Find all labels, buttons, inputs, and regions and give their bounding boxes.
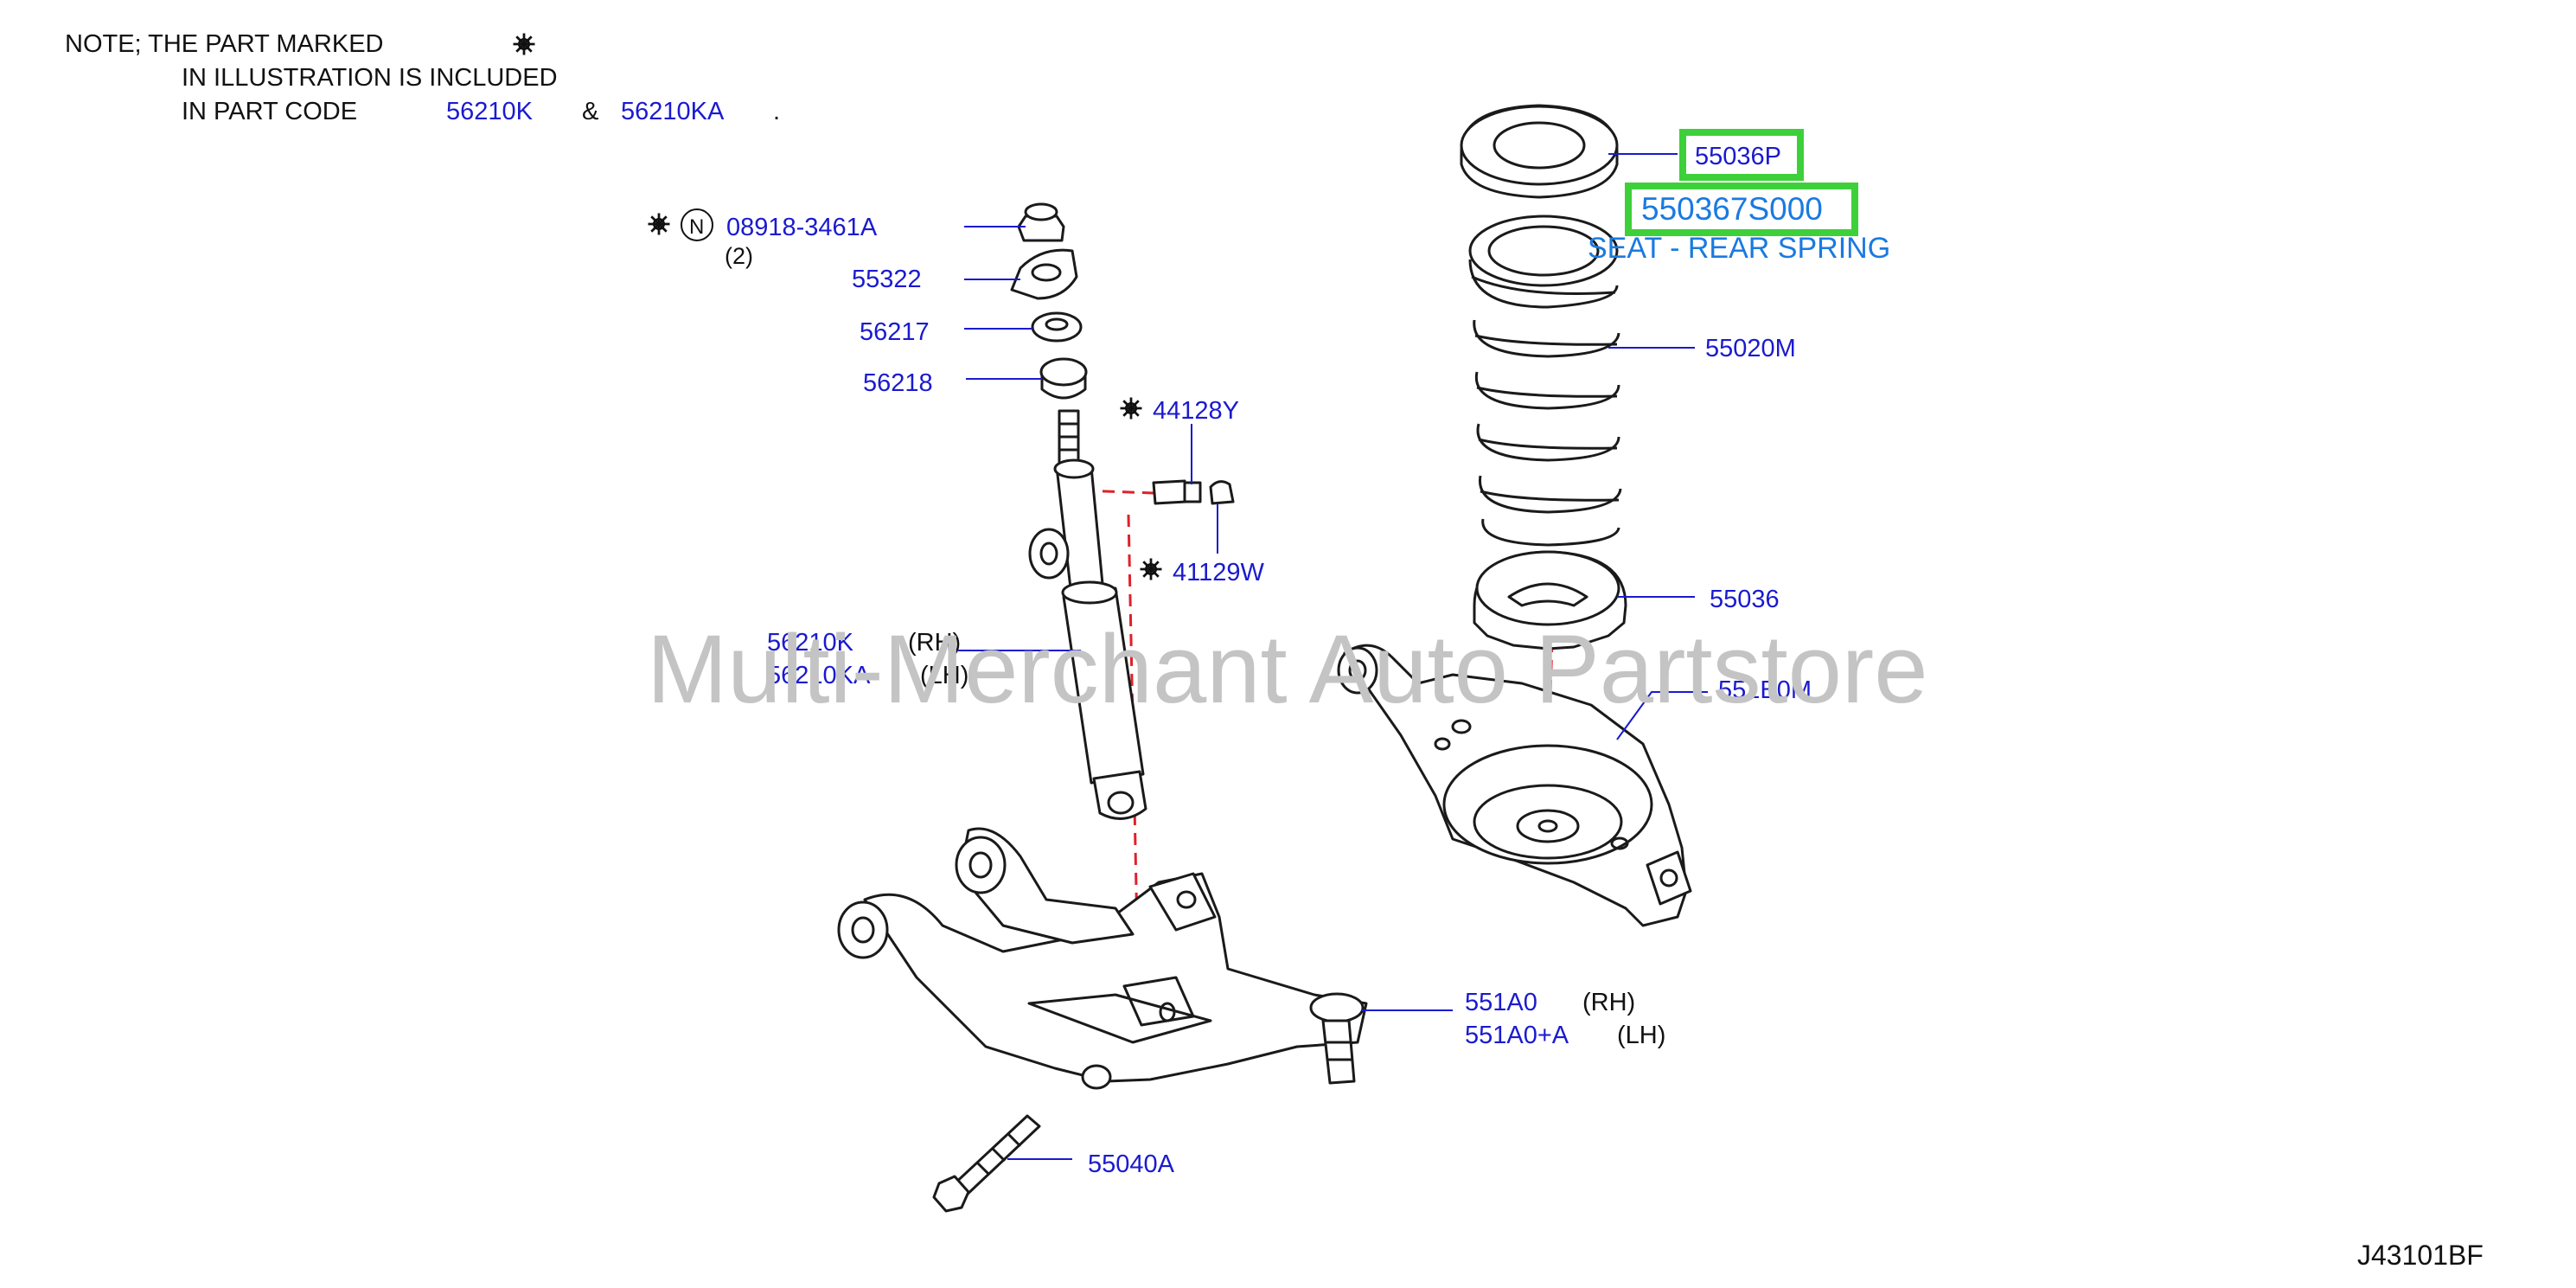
part-code[interactable]: 44128Y bbox=[1153, 397, 1239, 425]
included-mark-icon bbox=[1119, 396, 1143, 420]
part-label-56218[interactable]: 56218 bbox=[863, 369, 933, 397]
part-code[interactable]: 41129W bbox=[1173, 559, 1264, 586]
part-label-56210K[interactable]: 56210K (RH) bbox=[767, 629, 961, 657]
note-line-2: IN ILLUSTRATION IS INCLUDED bbox=[182, 64, 558, 92]
part-description: SEAT - REAR SPRING bbox=[1588, 232, 1890, 265]
part-code[interactable]: 56210KA bbox=[767, 662, 871, 689]
part-label-551A0A[interactable]: 551A0+A (LH) bbox=[1465, 1022, 1665, 1049]
control-arm-illustration bbox=[1337, 644, 1692, 927]
note-line-3: IN PART CODE bbox=[182, 98, 357, 125]
part-label-55036P[interactable]: 55036P bbox=[1695, 143, 1781, 170]
n-mark-label: N bbox=[689, 215, 704, 239]
part-label-551B0M[interactable]: 551B0M bbox=[1718, 676, 1812, 704]
part-label-08918[interactable]: N 08918-3461A (2) bbox=[647, 208, 878, 269]
shock-absorber-illustration bbox=[1010, 202, 1235, 820]
bolt-illustration bbox=[932, 1114, 1041, 1213]
note-code-56210K[interactable]: 56210K bbox=[446, 98, 534, 125]
part-side: (LH) bbox=[1617, 1022, 1665, 1049]
included-mark-icon bbox=[512, 32, 536, 56]
part-label-41129W[interactable]: 41129W bbox=[1139, 557, 1265, 587]
part-label-551A0[interactable]: 551A0 (RH) bbox=[1465, 989, 1635, 1016]
spring-illustration bbox=[1460, 104, 1627, 650]
part-label-55040A[interactable]: 55040A bbox=[1088, 1150, 1175, 1178]
part-label-55036[interactable]: 55036 bbox=[1710, 586, 1780, 613]
included-mark-icon bbox=[647, 212, 671, 236]
part-label-550367S000[interactable]: 550367S000 bbox=[1641, 191, 1823, 227]
part-code[interactable]: 56210K bbox=[767, 629, 854, 657]
part-side: (RH) bbox=[908, 629, 961, 657]
leader-lines bbox=[958, 153, 1708, 1160]
note-period: . bbox=[773, 98, 780, 125]
part-label-44128Y[interactable]: 44128Y bbox=[1119, 396, 1240, 425]
part-code[interactable]: 551A0+A bbox=[1465, 1022, 1569, 1049]
note-ampersand: & bbox=[582, 98, 598, 125]
highlight-box-55036P bbox=[1679, 129, 1804, 181]
part-label-55020M[interactable]: 55020M bbox=[1705, 335, 1796, 362]
part-label-55322[interactable]: 55322 bbox=[852, 266, 922, 293]
part-code[interactable]: 551A0 bbox=[1465, 989, 1537, 1016]
part-label-56210KA[interactable]: 56210KA (LH) bbox=[767, 662, 968, 689]
part-code[interactable]: 08918-3461A bbox=[726, 214, 878, 241]
part-side: (LH) bbox=[920, 662, 968, 689]
included-mark-icon bbox=[1139, 557, 1163, 581]
diagram-id: J43101BF bbox=[2357, 1240, 2483, 1271]
lower-link-illustration bbox=[837, 827, 1368, 1090]
n-mark-icon bbox=[681, 208, 713, 241]
note-line-1: NOTE; THE PART MARKED bbox=[65, 30, 383, 58]
part-side: (RH) bbox=[1582, 989, 1635, 1016]
part-label-56217[interactable]: 56217 bbox=[860, 318, 930, 346]
note-code-56210KA[interactable]: 56210KA bbox=[621, 98, 725, 125]
part-qty: (2) bbox=[725, 243, 753, 269]
highlight-box-550367S000 bbox=[1625, 183, 1858, 236]
watermark: Multi-Merchant Auto Partstore bbox=[647, 615, 1927, 723]
